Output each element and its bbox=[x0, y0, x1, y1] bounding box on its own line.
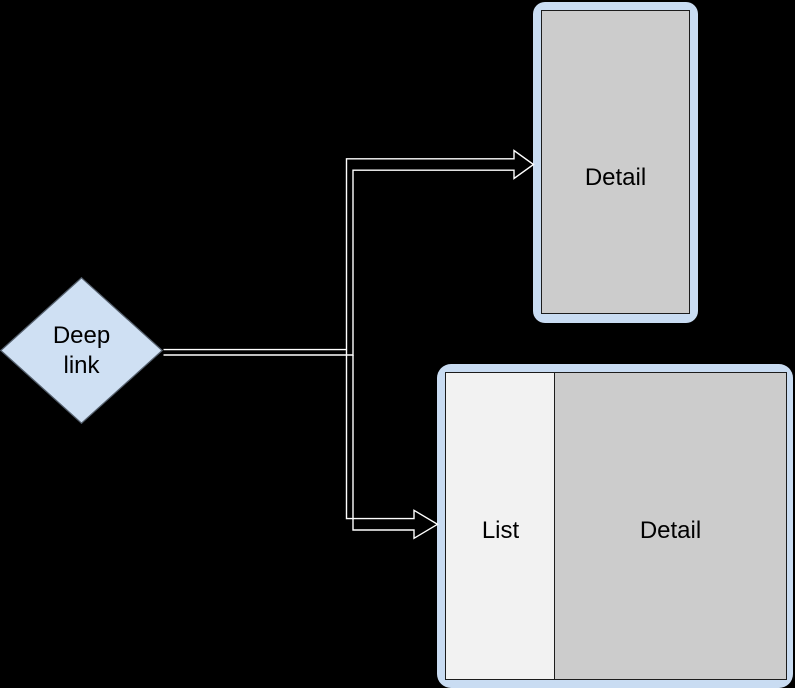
deep-link-node[interactable]: Deep link bbox=[0, 277, 163, 424]
arrow-deeplink-to-list-detail[interactable] bbox=[345, 349, 439, 540]
arrow-deeplink-to-detail[interactable] bbox=[163, 149, 535, 356]
diamond-shape bbox=[0, 277, 163, 424]
detail-screen-detail-label: Detail bbox=[584, 164, 647, 191]
list-detail-screen-detail-pane[interactable]: Detail bbox=[554, 372, 787, 680]
list-detail-screen-list-pane[interactable]: List bbox=[445, 372, 555, 680]
detail-screen-detail-pane[interactable]: Detail bbox=[541, 10, 690, 314]
list-detail-screen-detail-label: Detail bbox=[639, 517, 702, 544]
list-detail-screen-list-label: List bbox=[481, 517, 520, 544]
